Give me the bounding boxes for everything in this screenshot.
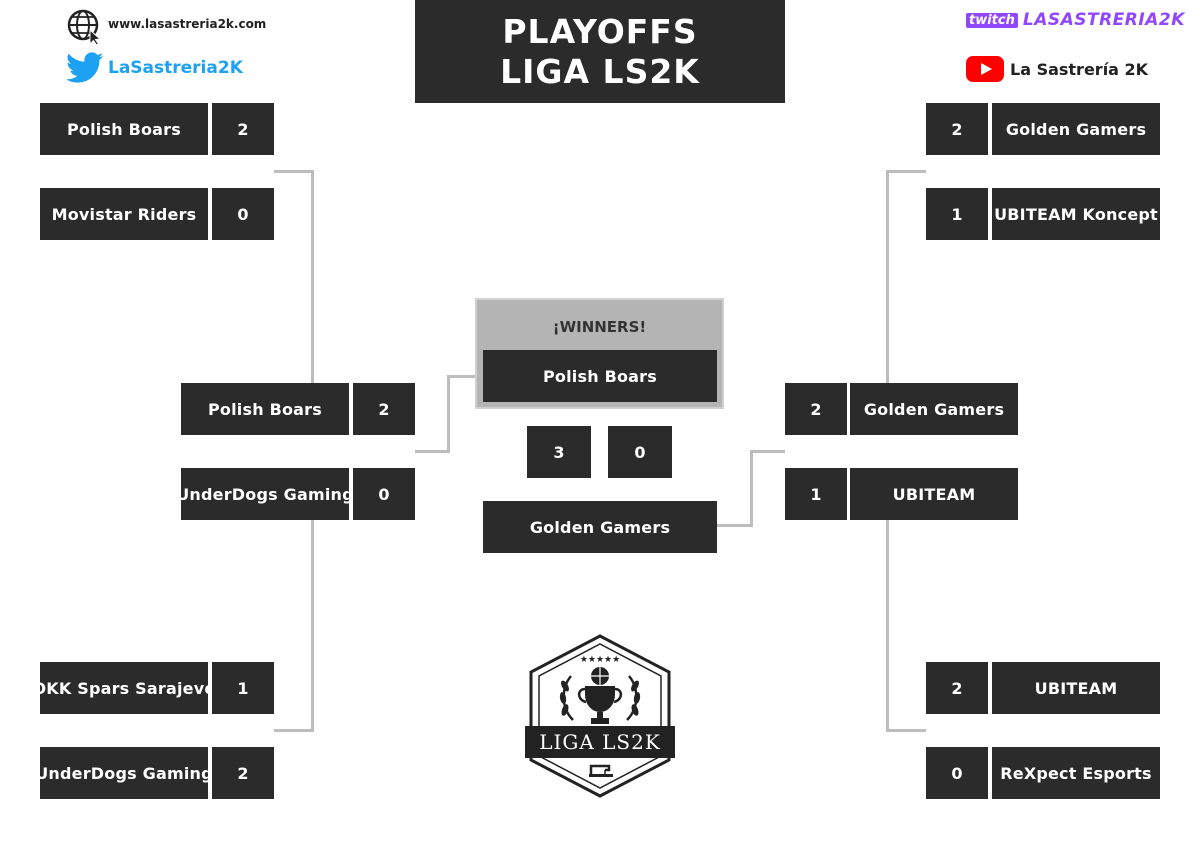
connector-line (447, 375, 477, 378)
youtube-channel: La Sastrería 2K (1010, 59, 1149, 79)
left-r1-team-4: UnderDogs Gaming (40, 747, 208, 799)
connector-line (886, 519, 889, 732)
twitter-handle: LaSastreria2K (108, 58, 243, 78)
trophy-basketball-icon: ★★★★★ (529, 634, 671, 798)
connector-line (274, 170, 314, 173)
title-line-2: LIGA LS2K (500, 51, 700, 91)
title-line-1: PLAYOFFS (502, 11, 698, 51)
liga-logo: ★★★★★ LIGA LS2K (523, 632, 677, 800)
youtube-link[interactable]: La Sastrería 2K (966, 56, 1148, 82)
runner-up-team: Golden Gamers (483, 501, 717, 553)
connector-line (415, 450, 450, 453)
left-semi-score-2: 0 (353, 468, 415, 520)
right-r1-team-1: Golden Gamers (992, 103, 1160, 155)
left-semi-team-2: UnderDogs Gaming (181, 468, 349, 520)
globe-icon (67, 9, 102, 46)
connector-line (274, 729, 314, 732)
connector-line (752, 450, 785, 453)
right-r1-team-2: UBITEAM Koncept (992, 188, 1160, 240)
right-r1-score-4: 0 (926, 747, 988, 799)
final-score-runner-up: 0 (608, 426, 672, 478)
left-r1-score-1: 2 (212, 103, 274, 155)
website-text: www.lasastreria2k.com (108, 17, 267, 31)
left-r1-score-2: 0 (212, 188, 274, 240)
right-r1-score-2: 1 (926, 188, 988, 240)
connector-line (750, 450, 753, 527)
connector-line (886, 729, 926, 732)
right-r1-score-1: 2 (926, 103, 988, 155)
website-link[interactable]: www.lasastreria2k.com (66, 8, 266, 46)
left-r1-team-3: OKK Spars Sarajevo (40, 662, 208, 714)
final-score-champion: 3 (527, 426, 591, 478)
left-semi-score-1: 2 (353, 383, 415, 435)
left-r1-score-4: 2 (212, 747, 274, 799)
connector-line (311, 519, 314, 732)
twitch-channel: LASASTRERIA2K (1022, 10, 1185, 30)
right-r1-team-3: UBITEAM (992, 662, 1160, 714)
page-title: PLAYOFFS LIGA LS2K (415, 0, 785, 103)
champion-team: Polish Boars (483, 350, 717, 402)
twitch-logo-icon: twitch (966, 12, 1018, 28)
svg-text:★★★★★: ★★★★★ (580, 655, 620, 665)
right-semi-score-1: 2 (785, 383, 847, 435)
right-r1-score-3: 2 (926, 662, 988, 714)
right-semi-team-2: UBITEAM (850, 468, 1018, 520)
right-r1-team-4: ReXpect Esports (992, 747, 1160, 799)
connector-line (717, 524, 753, 527)
right-semi-score-2: 1 (785, 468, 847, 520)
logo-banner: LIGA LS2K (525, 726, 675, 758)
right-semi-team-1: Golden Gamers (850, 383, 1018, 435)
left-r1-team-2: Movistar Riders (40, 188, 208, 240)
left-r1-score-3: 1 (212, 662, 274, 714)
winners-label: ¡WINNERS! (552, 318, 647, 336)
connector-line (311, 170, 314, 383)
youtube-play-icon (966, 56, 1004, 82)
twitter-link[interactable]: LaSastreria2K (66, 52, 243, 84)
connector-line (886, 170, 889, 383)
left-semi-team-1: Polish Boars (181, 383, 349, 435)
twitch-link[interactable]: twitch LASASTRERIA2K (966, 10, 1185, 30)
twitter-bird-icon (66, 52, 104, 83)
connector-line (886, 170, 926, 173)
left-r1-team-1: Polish Boars (40, 103, 208, 155)
connector-line (447, 375, 450, 453)
